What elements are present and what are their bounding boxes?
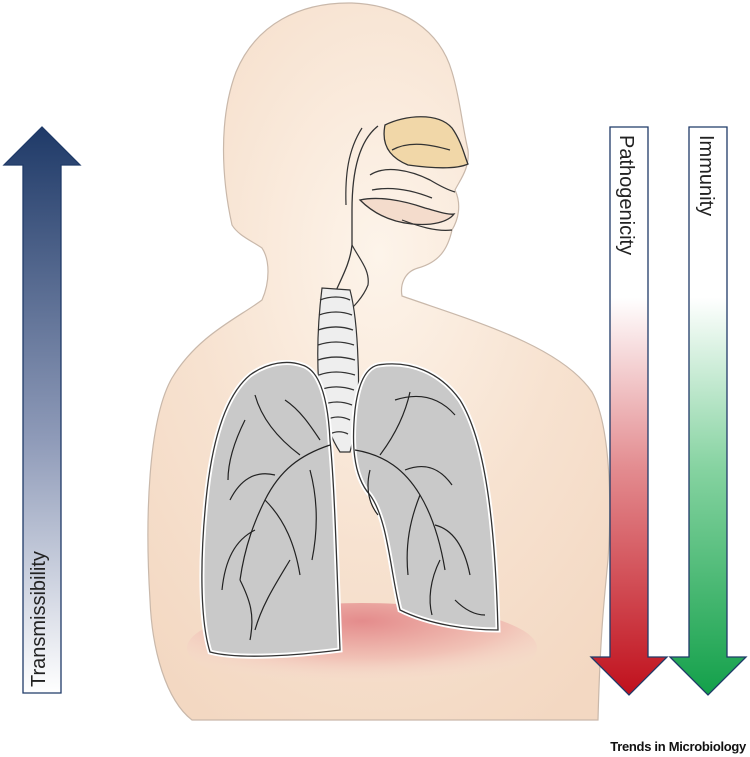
trachea-rings bbox=[317, 296, 356, 435]
transmissibility-label: Transmissibility bbox=[28, 551, 50, 687]
pharynx bbox=[331, 125, 379, 301]
transmissibility-arrow: Transmissibility bbox=[2, 126, 82, 694]
nasal-cavity bbox=[383, 116, 469, 169]
mouth bbox=[358, 197, 456, 226]
immunity-label: Immunity bbox=[695, 135, 717, 216]
immunity-arrow: Immunity bbox=[668, 126, 748, 696]
left-lung-bronchi bbox=[221, 394, 331, 641]
journal-label: Trends in Microbiology bbox=[610, 739, 746, 754]
right-lung-bronchi bbox=[354, 391, 486, 616]
pathogenicity-arrow: Pathogenicity bbox=[589, 126, 669, 696]
pathogenicity-label: Pathogenicity bbox=[615, 135, 637, 255]
